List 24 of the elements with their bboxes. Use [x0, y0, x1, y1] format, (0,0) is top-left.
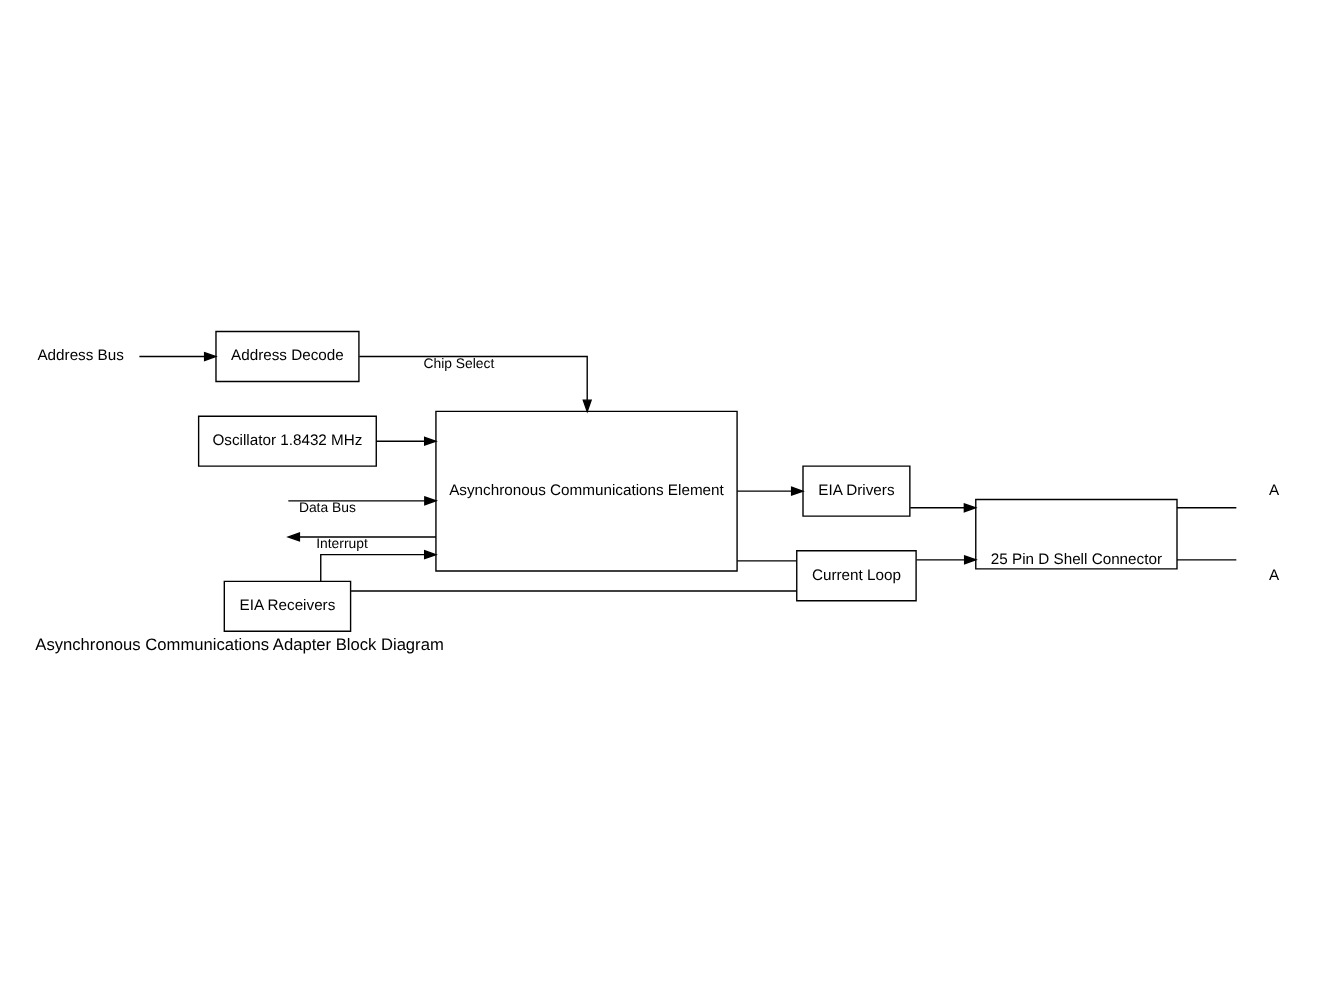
- arrow: [375, 435, 438, 446]
- node-box: 25 Pin D Shell Connector: [975, 497, 1178, 569]
- arrow: [358, 354, 593, 413]
- arrow: [138, 350, 218, 361]
- node-box: Oscillator 1.8432 MHz: [197, 414, 377, 466]
- connector: [1176, 506, 1238, 508]
- arrow: [286, 531, 437, 541]
- caption: Asynchronous Communications Adapter Block Diagram: [35, 633, 444, 654]
- arrow: [287, 495, 439, 505]
- arrow: [915, 553, 978, 564]
- node-box: Current Loop: [796, 549, 917, 601]
- node-text: A: [1269, 564, 1280, 583]
- node-box: EIA Drivers: [802, 464, 911, 516]
- node-box: Asynchronous Communications Element: [435, 409, 738, 571]
- arrow: [909, 501, 978, 512]
- node-text: A: [1269, 480, 1280, 499]
- node-box: EIA Receivers: [223, 579, 352, 631]
- connector: [736, 559, 798, 561]
- arrow: [736, 485, 805, 495]
- connector: [1176, 558, 1238, 560]
- node-box: Address Decode: [215, 329, 360, 382]
- node-text: Address Bus: [37, 345, 124, 364]
- connector: [350, 589, 798, 591]
- arrow: [320, 548, 438, 581]
